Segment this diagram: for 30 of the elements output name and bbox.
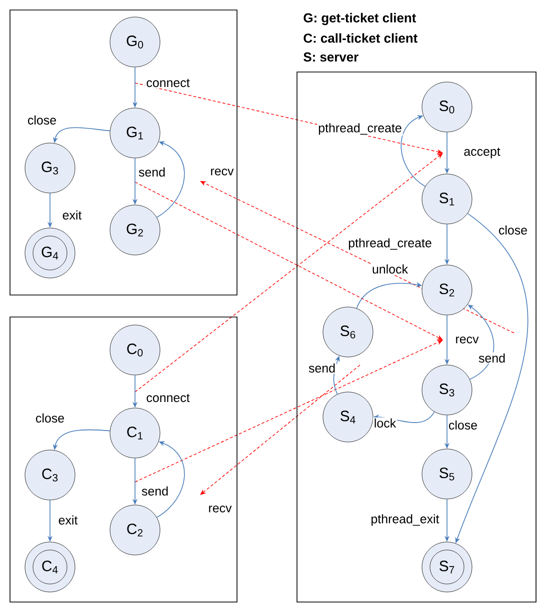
edge-label: close: [26, 114, 58, 126]
edge-label: recv: [454, 336, 480, 344]
edge-label: send: [478, 352, 506, 364]
edge-label: recv: [207, 504, 233, 514]
edge-label: exit: [61, 209, 83, 221]
key-text: S: server: [304, 52, 358, 62]
edge-label: connect: [145, 78, 191, 88]
edge-label: lock: [372, 417, 398, 429]
edge-label: accept: [462, 146, 502, 160]
arrow: [156, 141, 185, 218]
edge-label: send: [308, 362, 336, 374]
edge-label: pthread_create: [347, 237, 433, 251]
arrow: [400, 115, 426, 187]
edge-label: connect: [145, 392, 191, 404]
edge-label: pthread_create: [317, 122, 403, 136]
edge-label: pthread_exit: [370, 513, 440, 527]
edge-label: close: [34, 412, 66, 424]
key-text: C: call-ticket client: [304, 33, 418, 43]
edge-label: exit: [57, 514, 79, 526]
arrow: [156, 441, 185, 518]
edge-label: close: [447, 419, 479, 431]
panel-box: [296, 72, 536, 602]
edge-label: close: [497, 224, 529, 236]
edge-label: recv: [209, 168, 235, 176]
edge-label: unlock: [371, 263, 409, 275]
panel-box: [10, 10, 238, 296]
edge-label: send: [138, 166, 166, 178]
edge-label: send: [140, 485, 170, 497]
panel-box: [10, 316, 238, 602]
key-text: G: get-ticket client: [304, 12, 416, 26]
